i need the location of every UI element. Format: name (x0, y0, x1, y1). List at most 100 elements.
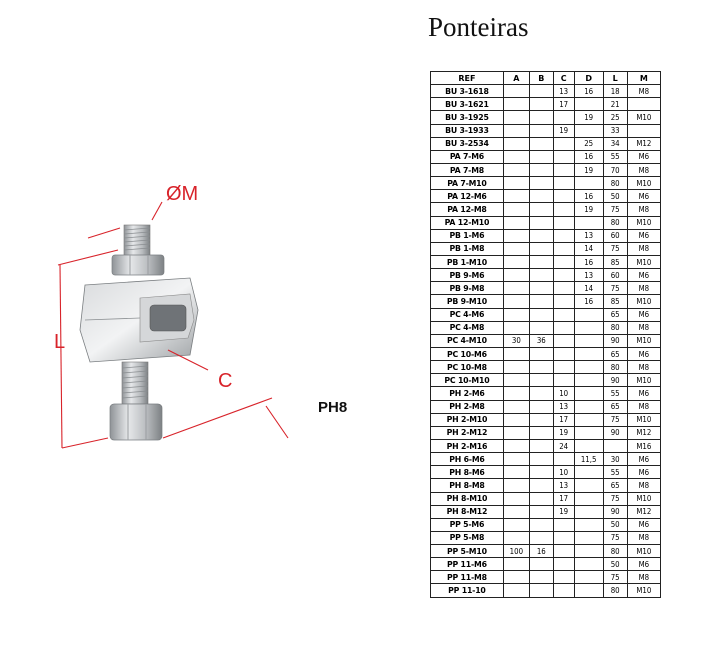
cell-ref: PH 8-M12 (430, 504, 504, 519)
cell-c (552, 136, 575, 151)
cell-d: 16 (573, 189, 604, 204)
cell-m: M6 (626, 465, 662, 480)
cell-d (573, 346, 604, 362)
cell-c (552, 530, 575, 546)
cell-m: M6 (626, 149, 662, 164)
cell-ref: PC 10-M6 (430, 346, 504, 362)
cell-m: M6 (626, 268, 662, 283)
cell-c (552, 320, 575, 335)
cell-l: 75 (602, 530, 628, 546)
cell-ref: PP 11-M6 (430, 557, 504, 572)
cell-ref: PH 2-M8 (430, 399, 504, 414)
cell-d (573, 97, 604, 112)
cell-a (502, 491, 530, 506)
cell-m: M16 (626, 438, 662, 454)
cell-c (552, 557, 575, 572)
cell-a (502, 281, 530, 296)
cell-d (573, 544, 604, 559)
cell-ref: PC 4-M10 (430, 333, 504, 348)
cell-m: M10 (626, 176, 662, 191)
cell-b: 36 (528, 333, 554, 348)
cell-c: 13 (552, 84, 575, 99)
cell-m: M8 (626, 202, 662, 217)
cell-b (528, 254, 554, 270)
cell-c: 13 (552, 399, 575, 414)
clamp-body (79, 277, 199, 363)
header-b: B (528, 70, 554, 86)
cell-l: 50 (602, 557, 628, 572)
cell-m: M6 (626, 346, 662, 362)
cell-ref: PB 1-M10 (430, 254, 504, 270)
bottom-nut (109, 403, 163, 441)
cell-d (573, 557, 604, 572)
header-c: C (552, 70, 575, 86)
cell-l: 65 (602, 307, 628, 322)
cell-b (528, 110, 554, 125)
cell-m: M10 (626, 583, 662, 598)
cell-d (573, 215, 604, 230)
cell-l: 70 (602, 162, 628, 178)
cell-a (502, 504, 530, 519)
cell-m: M6 (626, 189, 662, 204)
cell-d (573, 307, 604, 322)
cell-l: 55 (602, 149, 628, 164)
cell-d (573, 478, 604, 493)
cell-l: 80 (602, 360, 628, 375)
cell-m: M10 (626, 373, 662, 388)
cell-ref: PC 10-M8 (430, 360, 504, 375)
top-nut (111, 254, 165, 276)
cell-b (528, 478, 554, 493)
cell-b (528, 123, 554, 138)
cell-b (528, 517, 554, 532)
cell-ref: BU 3-1925 (430, 110, 504, 125)
cell-a (502, 202, 530, 217)
cell-b (528, 438, 554, 454)
cell-a (502, 228, 530, 243)
cell-a: 100 (502, 544, 530, 559)
cell-b (528, 189, 554, 204)
cell-d (573, 123, 604, 138)
cell-a (502, 215, 530, 230)
cell-d: 19 (573, 202, 604, 217)
cell-d (573, 570, 604, 585)
cell-b (528, 570, 554, 585)
cell-d (573, 465, 604, 480)
cell-a (502, 241, 530, 256)
cell-m: M10 (626, 215, 662, 230)
page-title: Ponteiras (428, 12, 529, 42)
cell-a (502, 438, 530, 454)
header-d: D (573, 70, 604, 86)
cell-ref: PB 9-M8 (430, 281, 504, 296)
cell-c: 19 (552, 123, 575, 138)
cell-d (573, 438, 604, 454)
cell-m: M8 (626, 320, 662, 335)
cell-b (528, 215, 554, 230)
cell-ref: PH 6-M6 (430, 452, 504, 467)
cell-b (528, 241, 554, 256)
cell-a (502, 110, 530, 125)
cell-a (502, 583, 530, 598)
cell-b (528, 373, 554, 388)
cell-ref: PA 7-M8 (430, 162, 504, 178)
cell-a (502, 452, 530, 467)
cell-l: 60 (602, 228, 628, 243)
cell-l: 75 (602, 570, 628, 585)
cell-b (528, 530, 554, 546)
cell-m (626, 123, 662, 138)
